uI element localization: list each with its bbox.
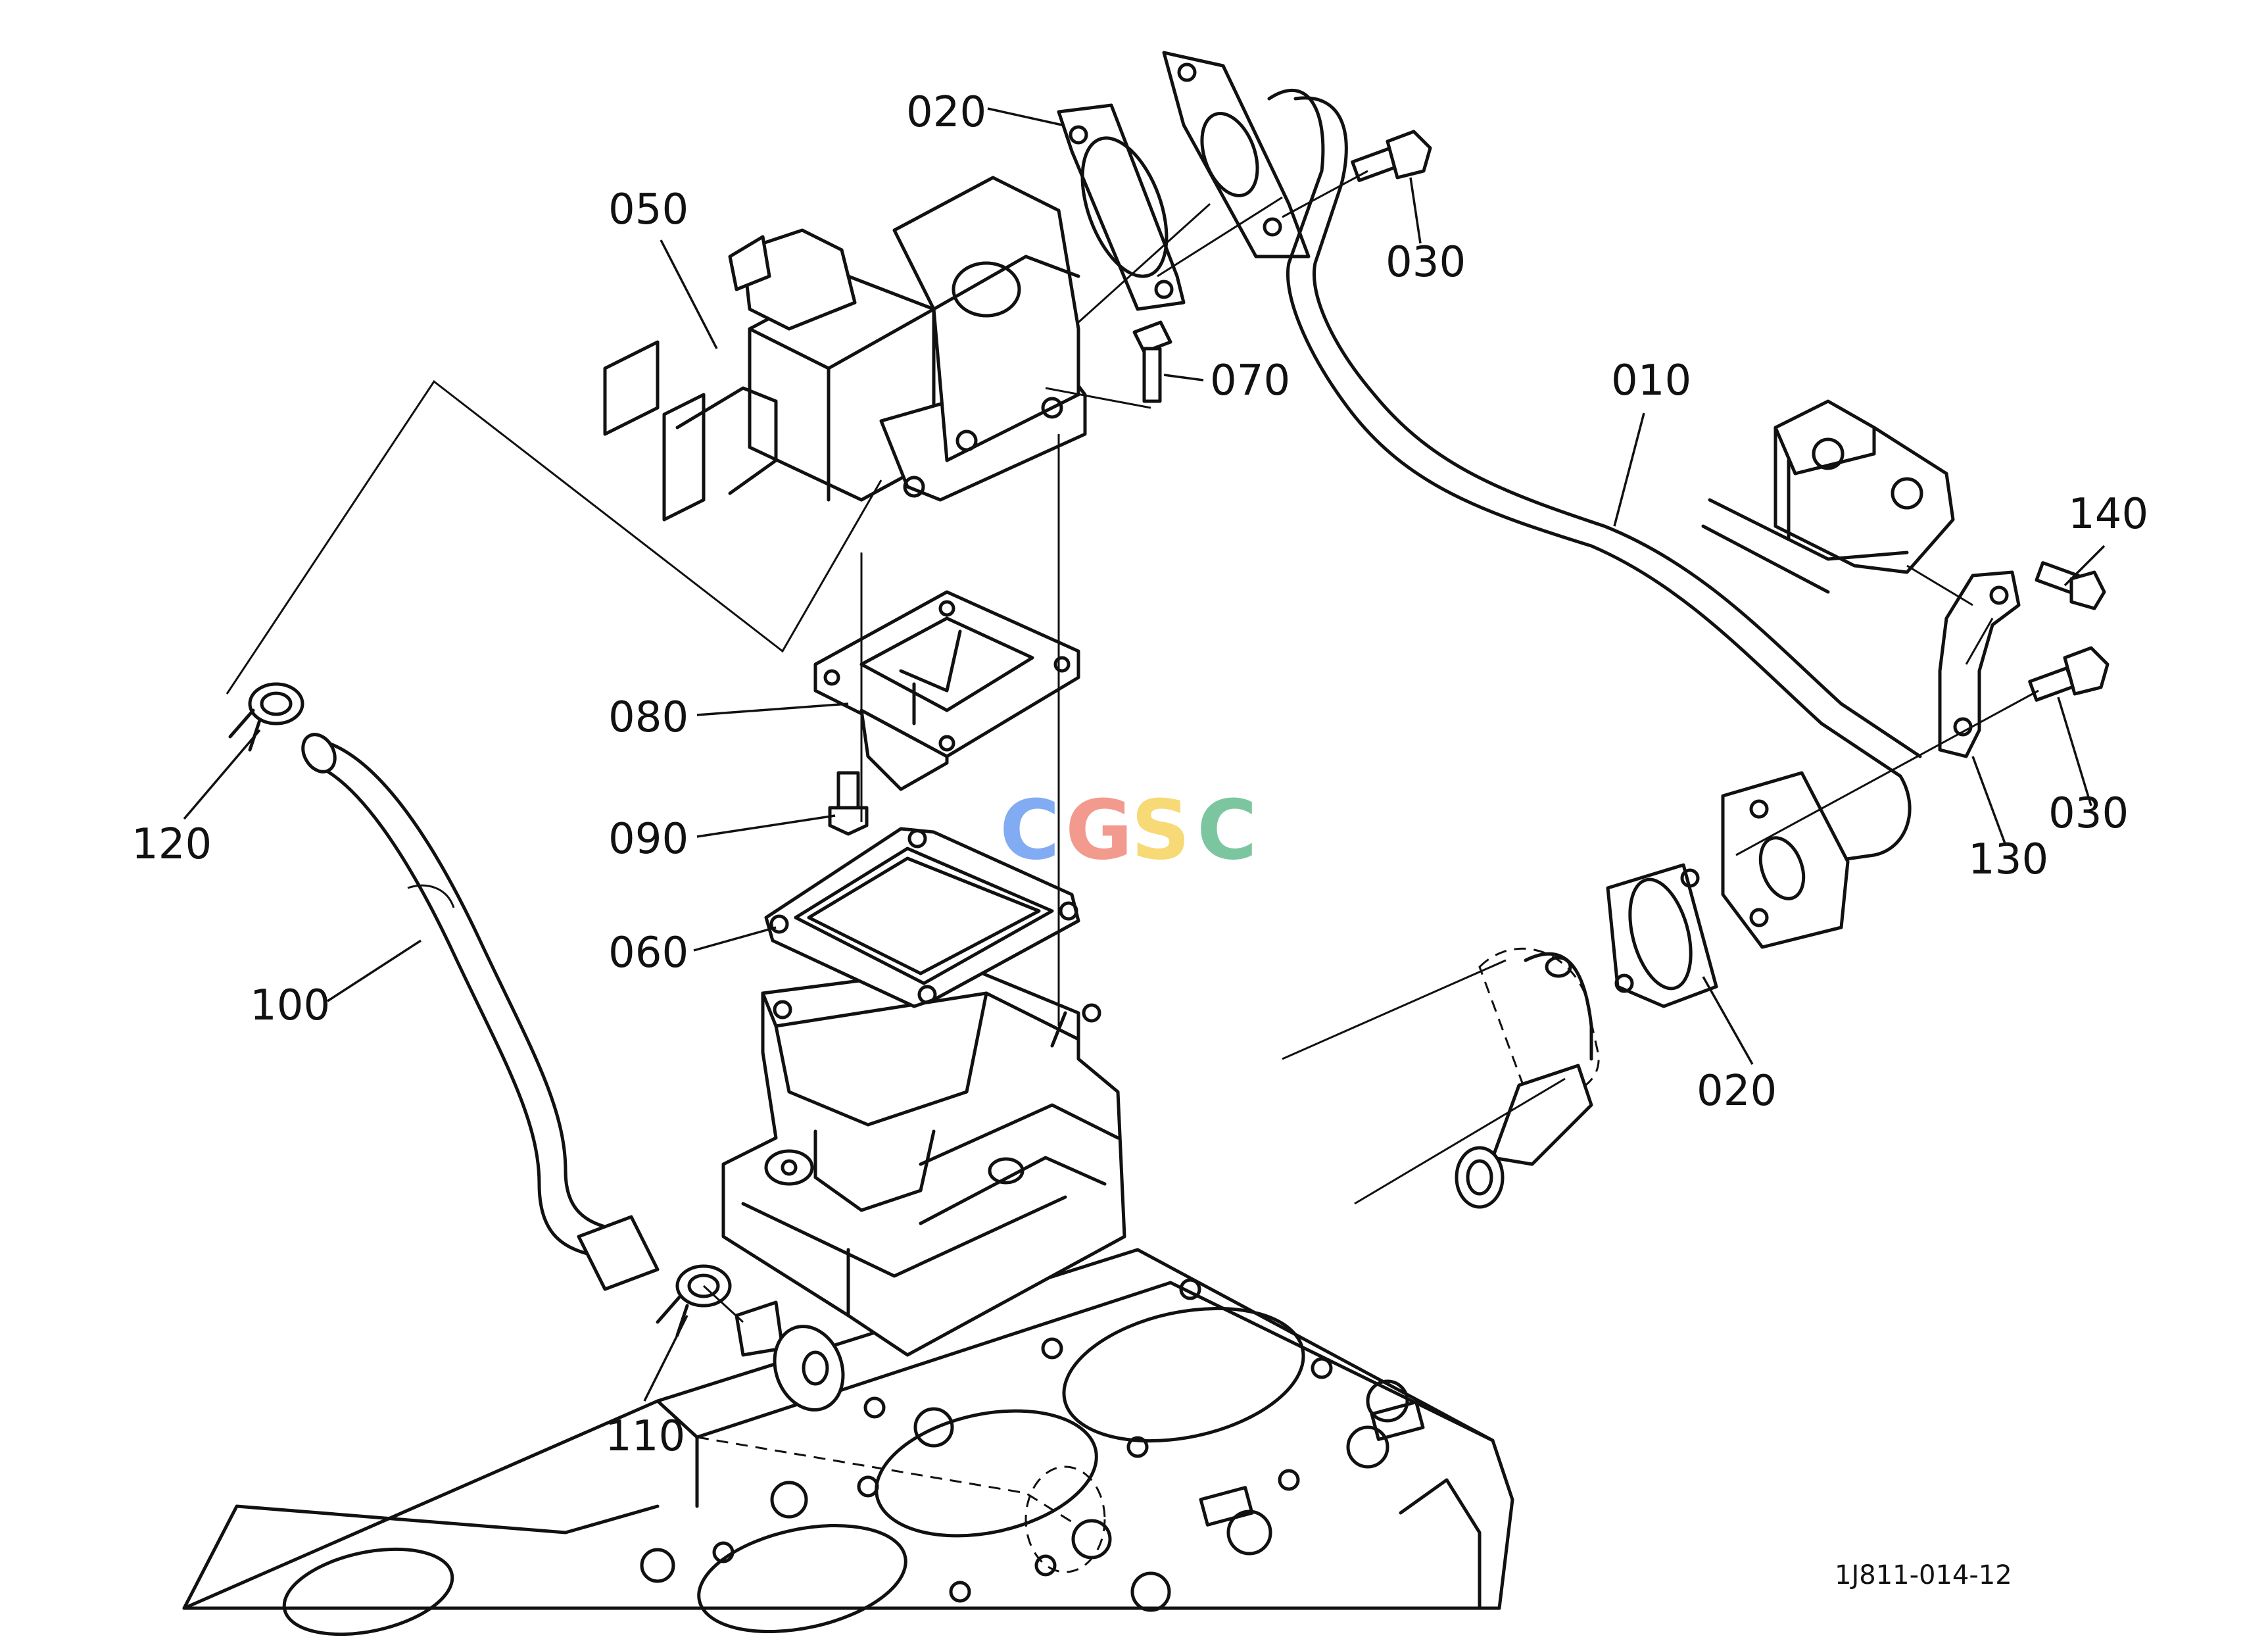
clip-120 xyxy=(228,682,304,752)
callout-110: 110 xyxy=(605,1412,685,1461)
egr-valve-050 xyxy=(603,176,1087,522)
callout-050: 050 xyxy=(608,185,688,234)
callout-120: 120 xyxy=(132,820,212,869)
gasket-060 xyxy=(764,827,1080,1008)
watermark-letter-s: S xyxy=(1131,783,1190,878)
cgsc-watermark-logo: C G S C xyxy=(1000,783,1257,878)
assembly-lines xyxy=(226,170,2039,1323)
cylinder-head-block xyxy=(182,1248,1514,1636)
bolt-090 xyxy=(828,771,869,836)
exhaust-outlet xyxy=(1282,947,1600,1209)
callout-060: 060 xyxy=(608,929,688,977)
callout-130: 130 xyxy=(1968,835,2048,884)
callout-070: 070 xyxy=(1210,356,1290,405)
egr-pipe-top-flange xyxy=(1162,51,1311,258)
callout-030-right: 030 xyxy=(2048,789,2129,838)
callout-020-top: 020 xyxy=(906,88,986,137)
gasket-020-bottom xyxy=(1606,863,1718,1008)
callout-030-top: 030 xyxy=(1386,238,1466,287)
callout-020-bottom: 020 xyxy=(1697,1067,1777,1116)
port-fitting xyxy=(735,1300,845,1412)
callout-090: 090 xyxy=(608,815,688,864)
watermark-letter-c1: C xyxy=(1000,783,1060,878)
bolt-070 xyxy=(1132,320,1172,403)
gasket-020-top xyxy=(1057,103,1186,311)
callout-080: 080 xyxy=(608,693,688,742)
throttle-body-080 xyxy=(813,590,1080,791)
bolt-140 xyxy=(2035,561,2106,610)
watermark-letter-c2: C xyxy=(1197,783,1257,878)
bolt-030-right xyxy=(2028,646,2110,702)
egr-pipe-010 xyxy=(1267,89,1922,949)
callout-labels: 020 050 030 070 010 140 080 090 060 100 … xyxy=(132,88,2148,1461)
engine-block-right xyxy=(1701,399,1955,594)
hose-100 xyxy=(301,733,660,1291)
reference-number: 1J811-014-12 xyxy=(1835,1560,2012,1590)
callout-leaders xyxy=(183,107,2106,1402)
watermark-letter-g: G xyxy=(1065,783,1133,878)
callout-010: 010 xyxy=(1611,356,1691,405)
callout-140: 140 xyxy=(2068,490,2148,539)
callout-100: 100 xyxy=(250,981,330,1030)
intake-manifold xyxy=(721,965,1126,1357)
bracket-130 xyxy=(1938,570,2021,758)
